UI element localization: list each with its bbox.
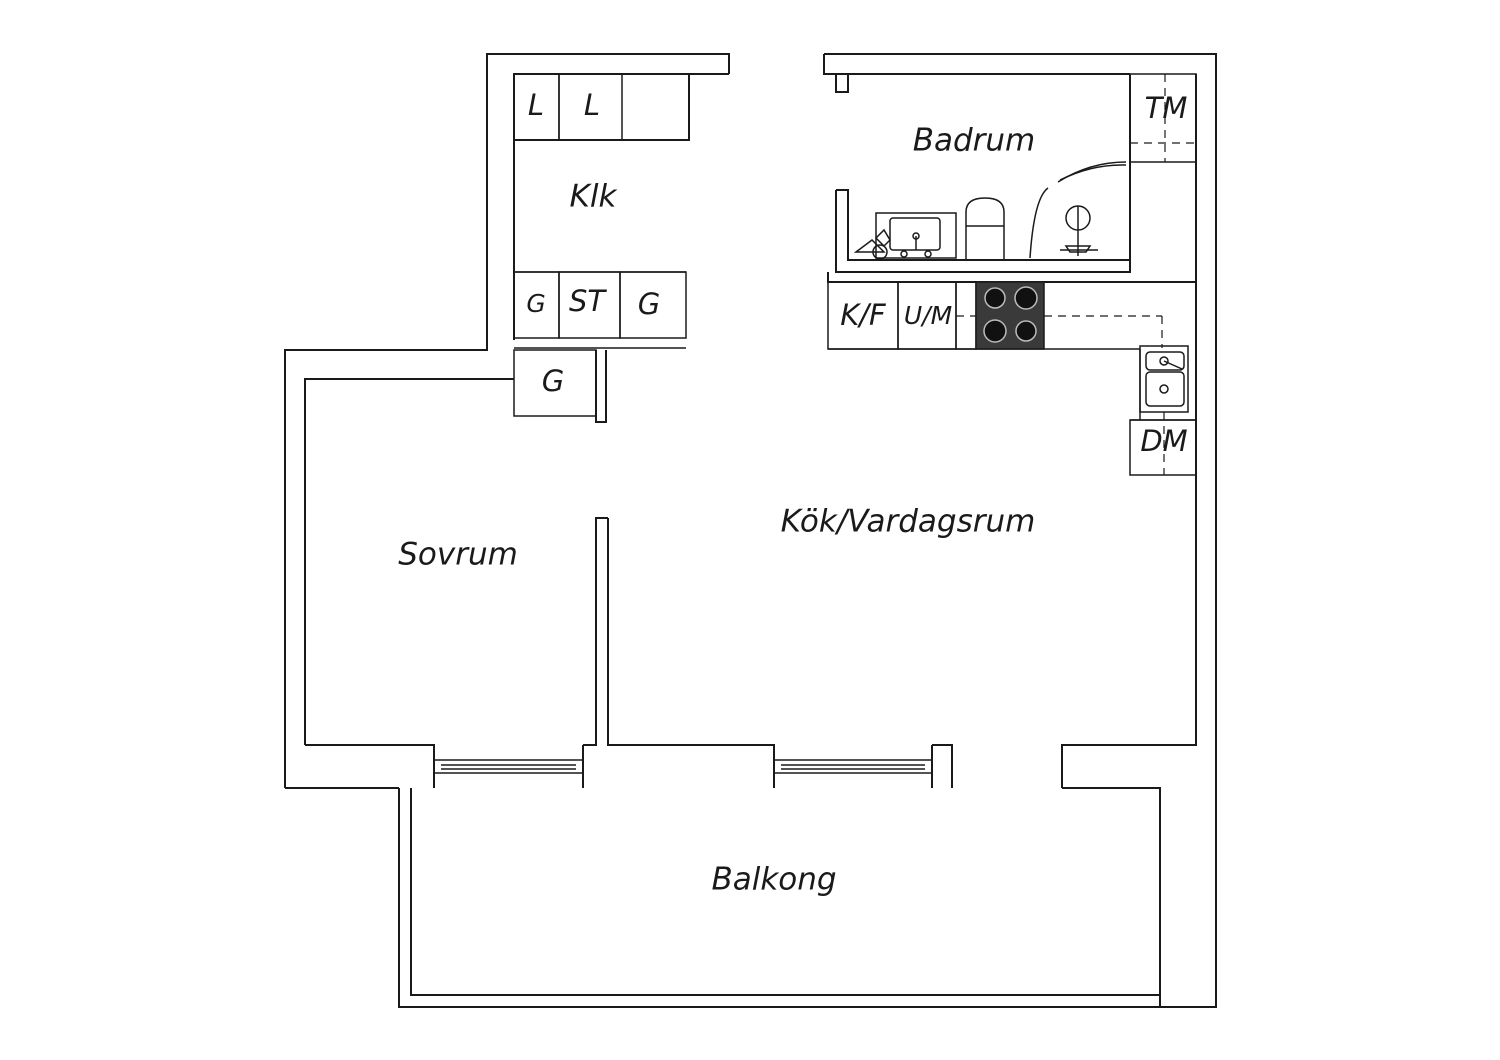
interior-walls (305, 74, 1196, 788)
kitchen-sink-icon (1139, 345, 1189, 413)
balcony-outline (398, 787, 1161, 1008)
outer-walls (284, 53, 1217, 1008)
fixture-label-g2: G (638, 287, 660, 321)
room-label-balkong: Balkong (711, 862, 836, 898)
klk-cabinets (513, 73, 687, 417)
fixture-label-g3: G (542, 364, 564, 398)
room-label-sovrum: Sovrum (398, 537, 518, 573)
room-label-klk: Klk (570, 179, 618, 215)
fixture-label-um: U/M (904, 301, 952, 330)
fixture-label-dm: DM (1140, 424, 1187, 458)
fixture-label-l2: L (584, 88, 600, 122)
room-label-kok-vardagsrum: Kök/Vardagsrum (781, 504, 1036, 540)
fixture-label-tm: TM (1145, 91, 1188, 125)
fixture-labels: L L G ST G G TM K/F U/M DM (526, 88, 1187, 458)
fixture-label-st: ST (569, 284, 607, 318)
shower-door-icon (1029, 187, 1049, 259)
fixture-label-g1: G (526, 289, 545, 318)
room-labels: Klk Badrum Sovrum Kök/Vardagsrum Balkong (398, 123, 1035, 898)
room-label-badrum: Badrum (913, 123, 1036, 159)
toilet-icon (965, 197, 1005, 260)
fixture-label-l1: L (528, 88, 544, 122)
washbasin-icon (875, 212, 957, 259)
fixture-label-kf: K/F (840, 298, 887, 332)
kitchen-counter (827, 281, 1197, 476)
windows (433, 759, 933, 774)
bathroom-fixtures (853, 73, 1197, 260)
